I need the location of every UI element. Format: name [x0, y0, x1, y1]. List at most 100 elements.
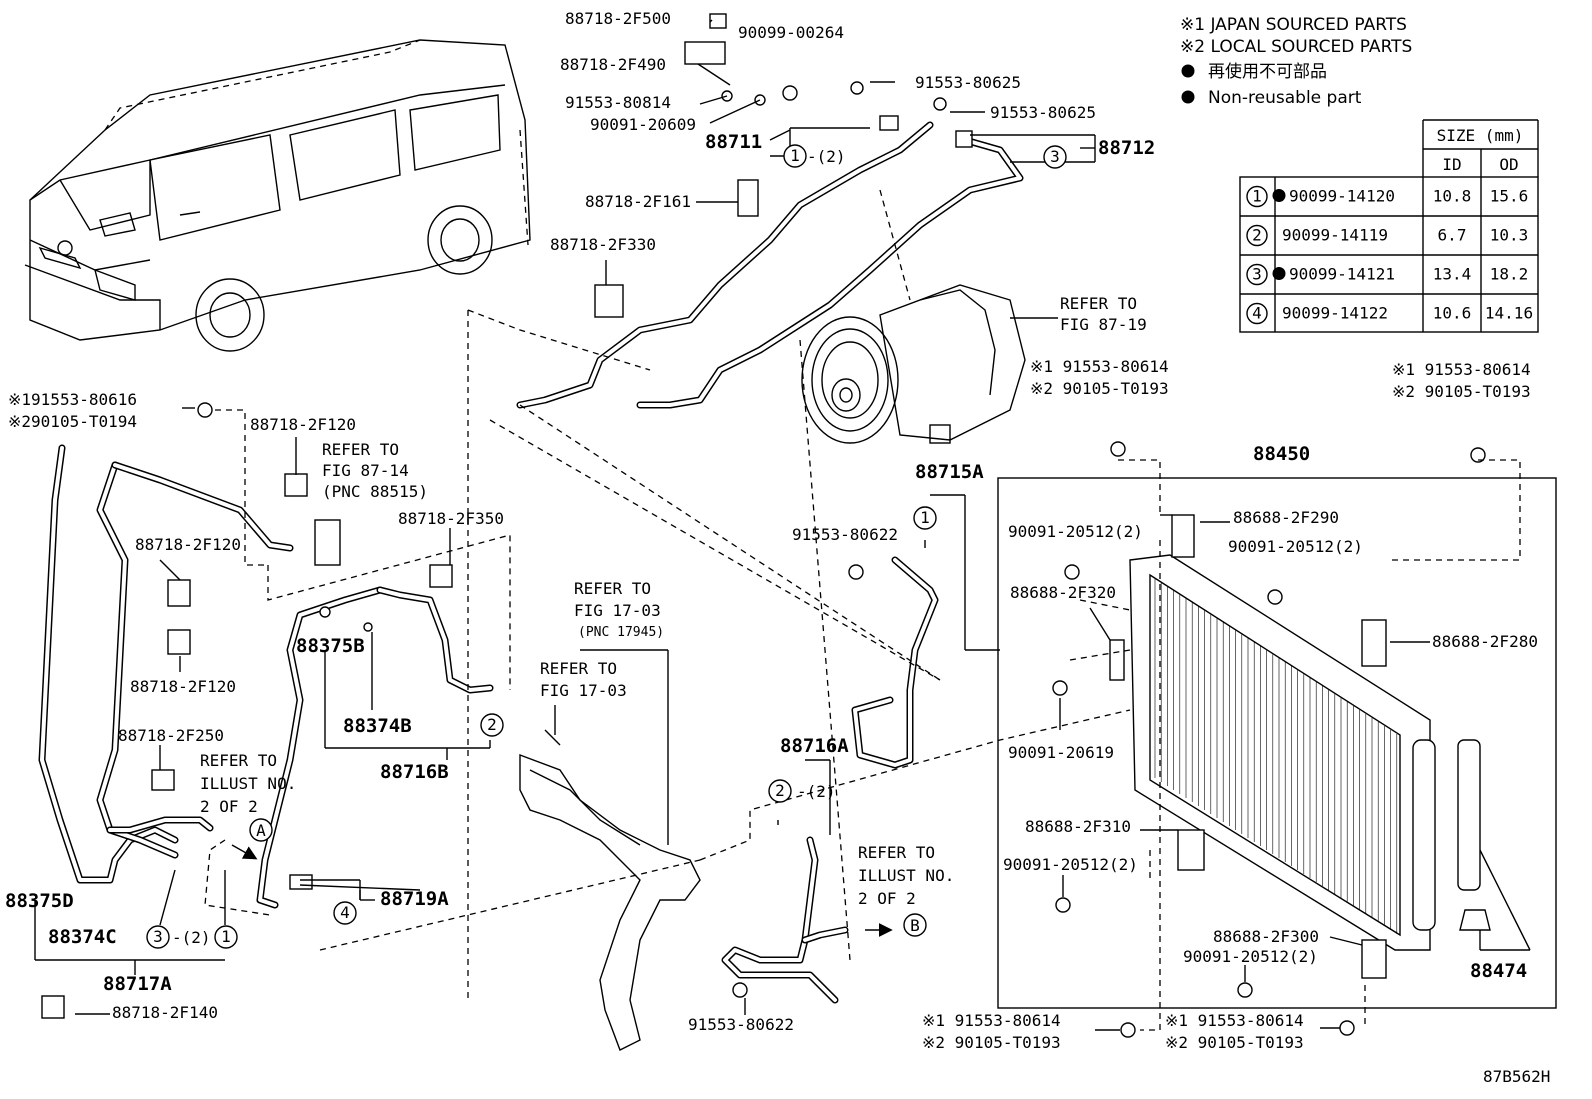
guide-lines	[204, 189, 1521, 1031]
refer-label: ILLUST NO.	[858, 866, 954, 885]
bracket-icon	[1109, 639, 1125, 681]
callout-number: 1	[221, 927, 231, 946]
part-label: 88374B	[343, 715, 412, 737]
part-label: 91553-80625	[915, 73, 1021, 92]
clamp-icon	[594, 284, 624, 318]
refer-label: REFER TO	[858, 843, 935, 862]
part-label: 90091-20619	[1008, 743, 1114, 762]
part-label: ※1 91553-80614	[1392, 360, 1531, 379]
row-number: 3	[1252, 265, 1262, 284]
condenser-frame	[997, 477, 1557, 1009]
receiver-tank-icon	[1412, 739, 1436, 931]
refer-label: REFER TO	[322, 440, 399, 459]
callout-circle	[480, 713, 504, 737]
illust-marker-b-label: B	[910, 916, 920, 935]
refer-label: 2 OF 2	[858, 889, 916, 908]
refer-label: REFER TO	[540, 659, 617, 678]
part-label: 88717A	[103, 973, 172, 995]
part-label: -(2)	[807, 147, 846, 166]
o-ring-callout: 2	[768, 779, 792, 803]
bolt-icon	[1339, 1020, 1355, 1036]
bracket-icon	[1361, 939, 1387, 979]
part-label: ※2 90105-T0193	[1030, 379, 1169, 398]
refer-label: FIG 87-19	[1060, 315, 1147, 334]
row-part-number: 90099-14122	[1282, 304, 1388, 323]
o-ring-callout: 1	[214, 925, 238, 949]
part-label: 88688-2F300	[1213, 927, 1319, 946]
legend-note-2: ※2 LOCAL SOURCED PARTS	[1180, 37, 1412, 57]
nonreusable-dot-icon	[1272, 189, 1286, 202]
legend-note-1: ※1 JAPAN SOURCED PARTS	[1180, 15, 1407, 35]
pipe-bracket-icon	[879, 115, 899, 131]
bolt-icon	[732, 982, 748, 998]
row-part-number: 90099-14120	[1289, 187, 1395, 206]
row-part-number: 90099-14121	[1289, 265, 1395, 284]
refer-label: REFER TO	[200, 751, 277, 770]
part-label: ※191553-80616	[8, 390, 137, 409]
o-ring-callout: 1	[783, 144, 807, 168]
part-label: 88688-2F320	[1010, 583, 1116, 602]
row-od: 14.16	[1485, 304, 1533, 323]
part-label: 90091-20609	[590, 115, 696, 134]
refer-label: REFER TO	[574, 579, 651, 598]
bolt-icon	[1055, 897, 1071, 913]
clamp-icon	[429, 564, 453, 588]
refer-label: FIG 17-03	[574, 601, 661, 620]
row-id: 10.8	[1433, 187, 1472, 206]
pipe-88712	[636, 136, 1024, 409]
pipe-88717a	[38, 444, 294, 884]
bolt-icon	[1267, 589, 1283, 605]
callout-number: 1	[920, 508, 930, 527]
callout-circle	[146, 925, 170, 949]
bolt-icon	[197, 402, 213, 418]
row-number-circle	[1246, 263, 1268, 286]
figure-code: 87B562H	[1483, 1067, 1550, 1086]
row-number-circle	[1246, 185, 1268, 208]
pipe-88711	[516, 121, 934, 409]
part-label: 91553-80622	[688, 1015, 794, 1034]
part-label: 90091-20512(2)	[1008, 522, 1143, 541]
refer-label: FIG 87-14	[322, 461, 409, 480]
part-label: 88718-2F330	[550, 235, 656, 254]
pipe-88715a	[851, 556, 939, 769]
compressor	[801, 284, 1026, 444]
callout-circle	[1043, 145, 1067, 169]
part-label: 88688-2F290	[1233, 508, 1339, 527]
part-label: 88712	[1098, 137, 1155, 159]
illust-marker-b	[903, 913, 927, 937]
clamp-icon	[709, 13, 727, 29]
row-od: 10.3	[1490, 226, 1529, 245]
part-label: 91553-80622	[792, 525, 898, 544]
part-label: 91553-80625	[990, 103, 1096, 122]
callout-number: 3	[153, 927, 163, 946]
part-label: 91553-80814	[565, 93, 671, 112]
o-ring-callout: 1	[913, 506, 937, 530]
o-ring-icon	[319, 606, 331, 618]
nonreusable-dot-icon	[1181, 90, 1195, 104]
illust-marker-a-label: A	[256, 821, 266, 840]
part-label: 88718-2F120	[130, 677, 236, 696]
cap-icon	[1459, 909, 1491, 931]
bracket-icon	[1171, 514, 1195, 558]
nonreusable-dot-icon	[1181, 64, 1195, 78]
clamp-icon	[41, 995, 65, 1019]
callout-number: 2	[487, 715, 497, 734]
size-table-col-od: OD	[1499, 155, 1518, 174]
clamp-icon	[167, 629, 191, 655]
filter-icon	[1457, 739, 1481, 891]
bracket-icon	[1361, 619, 1387, 667]
part-label: 88718-2F500	[565, 9, 671, 28]
row-id: 6.7	[1438, 226, 1467, 245]
bolt-icon	[848, 564, 864, 580]
callout-number: 2	[775, 781, 785, 800]
clamp-icon	[955, 130, 973, 148]
row-part-number: 90099-14119	[1282, 226, 1388, 245]
callout-number: 3	[1050, 147, 1060, 166]
part-label: 90091-20512(2)	[1228, 537, 1363, 556]
part-label: 88718-2F350	[398, 509, 504, 528]
part-label: ※290105-T0194	[8, 412, 137, 431]
callout-number: 1	[790, 146, 800, 165]
clamp-icon	[167, 579, 191, 607]
